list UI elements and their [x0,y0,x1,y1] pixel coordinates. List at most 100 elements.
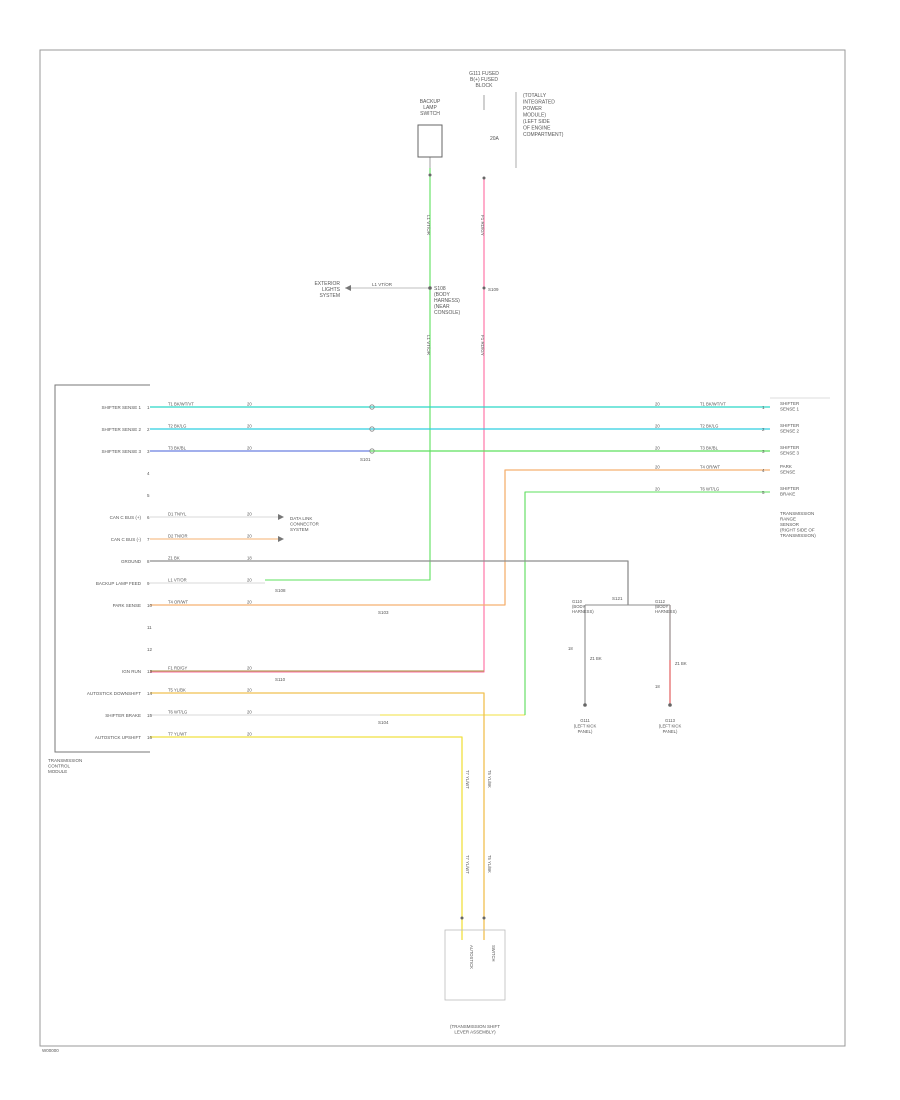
module-gauge-label-1: 20 [247,402,252,407]
pink-note-1: INTEGRATED [523,100,555,106]
module-wire-label-10: T4 OR/WT [168,600,188,605]
ground-splice-label: S121 [612,596,623,601]
shifter-brake-wire-c [524,491,770,715]
splice-s108-label-1: (BODY [434,292,451,298]
pink-source-label-1: B(+) FUSED [470,77,498,83]
can-ref-label-1: CONNECTOR [290,522,320,527]
splice-pink-label: S109 [488,287,499,292]
module-wire-label-15: T6 WT/LG [168,710,187,715]
green-source-label-1: LAMP [423,105,437,111]
pink-fuse-pin [482,176,486,180]
park-sense-wire [150,469,770,606]
right-label-4-0: PARK [780,464,792,469]
right-pin-5: 5 [762,490,765,495]
module-pin-num-12: 12 [147,647,153,652]
module-pin-num-3: 3 [147,449,150,454]
sense-splice-1 [369,404,375,410]
module-pin-label-14: AUTOSTICK DOWNSHIFT [87,691,141,696]
ign-splice: S110 [275,677,286,682]
right-label-3-0: SHIFTER [780,445,800,450]
splice-s108 [428,286,432,290]
brake-splice: S104 [378,720,389,725]
right-gauge-label-5: 20 [655,487,660,492]
module-pin-label-16: AUTOSTICK UPSHIFT [95,735,141,740]
splice-pink [482,286,486,290]
module-wire-label-8: Z1 BK [168,556,180,561]
ground-left-name-0: G110 [572,599,583,604]
splice-s108-label-2: HARNESS) [434,298,460,304]
pink-note-4: (LEFT SIDE [523,119,551,125]
green-source-label-2: SWITCH [420,111,440,117]
autostick-up-wire [150,736,463,910]
pink-wire-label-2: F1 RD/GY [480,335,485,356]
ground-right-name-0: G112 [655,599,666,604]
backup-lamp-splice: S108 [275,588,286,593]
autostick-down-vlabel-2: T5 YL/BK [487,855,492,873]
pink-feed-wire [150,178,485,673]
autostick-label-1: LEVER ASSEMBLY) [454,1030,496,1035]
right-label-5-0: SHIFTER [780,486,800,491]
autostick-pin-label-2: SWITCH [491,945,496,962]
module-pin-label-3: SHIFTER SENSE 3 [101,449,141,454]
sense-splice-3 [369,448,375,454]
splice-s108-label-0: S108 [434,286,446,292]
sense-splice-label: S101 [360,457,371,462]
ground-left-point-label-1: (LEFT KICK [574,724,597,729]
module-pin-num-14: 14 [147,691,153,696]
right-wire-label-3: T3 BK/BL [700,446,719,451]
right-pin-1: 1 [762,405,765,410]
autostick-label-0: (TRANSMISSION SHIFT [450,1024,500,1029]
module-gauge-label-3: 20 [247,446,252,451]
module-wire-label-3: T3 BK/BL [168,446,187,451]
module-pin-label-6: CAN C BUS (+) [110,515,142,520]
shifter-brake-wire [150,491,770,716]
autostick-pin-a [460,916,464,920]
right-label-2-1: SENSE 2 [780,429,800,434]
module-pin-num-2: 2 [147,427,150,432]
right-wire-label-1: T1 BK/WT/VT [700,402,726,407]
pink-source-label-0: G111 FUSED [469,71,499,77]
autostick-down-vlabel: T5 YL/BK [487,770,492,788]
module-pin-num-10: 10 [147,603,153,608]
right-note-0: TRANSMISSION [780,511,814,516]
right-wire-label-5: T6 WT/LG [700,487,719,492]
green-wire-label-1: L1 VT/OR [426,215,431,236]
ground-left-name-1: (BODY [572,604,585,609]
left-ref-label-2: SYSTEM [319,293,340,299]
module-pin-num-4: 4 [147,471,150,476]
right-wire-label-2: T2 BK/LG [700,424,718,429]
module-gauge-label-8: 18 [247,556,252,561]
pink-note-6: COMPARTMENT) [523,132,564,138]
backup-lamp-switch [417,124,443,158]
module-pin-num-9: 9 [147,581,150,586]
pink-note-0: (TOTALLY [523,93,547,99]
ground-right-name-2: HARNESS) [655,609,677,614]
module-wire-label-16: T7 YL/WT [168,732,187,737]
module-gauge-label-7: 20 [247,534,252,539]
park-sense-splice: S103 [378,610,389,615]
module-gauge-label-9: 20 [247,578,252,583]
module-pin-num-7: 7 [147,537,150,542]
module-name-2: MODULE [48,769,67,774]
pink-source-label-2: BLOCK [476,83,494,89]
ground-right-point-label-1: (LEFT KICK [659,724,682,729]
ground-right-point-label-0: G113 [665,718,676,723]
ground-right-gauge: 18 [655,684,660,689]
autostick-up-vlabel: T7 YL/WT [465,770,470,789]
sense-splice-2 [369,426,375,432]
module-gauge-label-15: 20 [247,710,252,715]
module-pin-num-15: 15 [147,713,153,718]
module-gauge-label-16: 20 [247,732,252,737]
autostick-down-wire [150,692,485,910]
module-pin-label-15: SHIFTER BRAKE [105,713,141,718]
right-label-2-0: SHIFTER [780,423,800,428]
footer-code: W00000 [42,1048,59,1053]
ground-left-gauge: 18 [568,646,573,651]
module-pin-num-11: 11 [147,625,152,630]
right-note-1: RANGE [780,517,796,522]
green-wire-label-2: L1 VT/OR [426,335,431,356]
ground-left-point-label-2: PANEL) [578,729,593,734]
right-note-4: TRANSMISSION) [780,533,816,538]
